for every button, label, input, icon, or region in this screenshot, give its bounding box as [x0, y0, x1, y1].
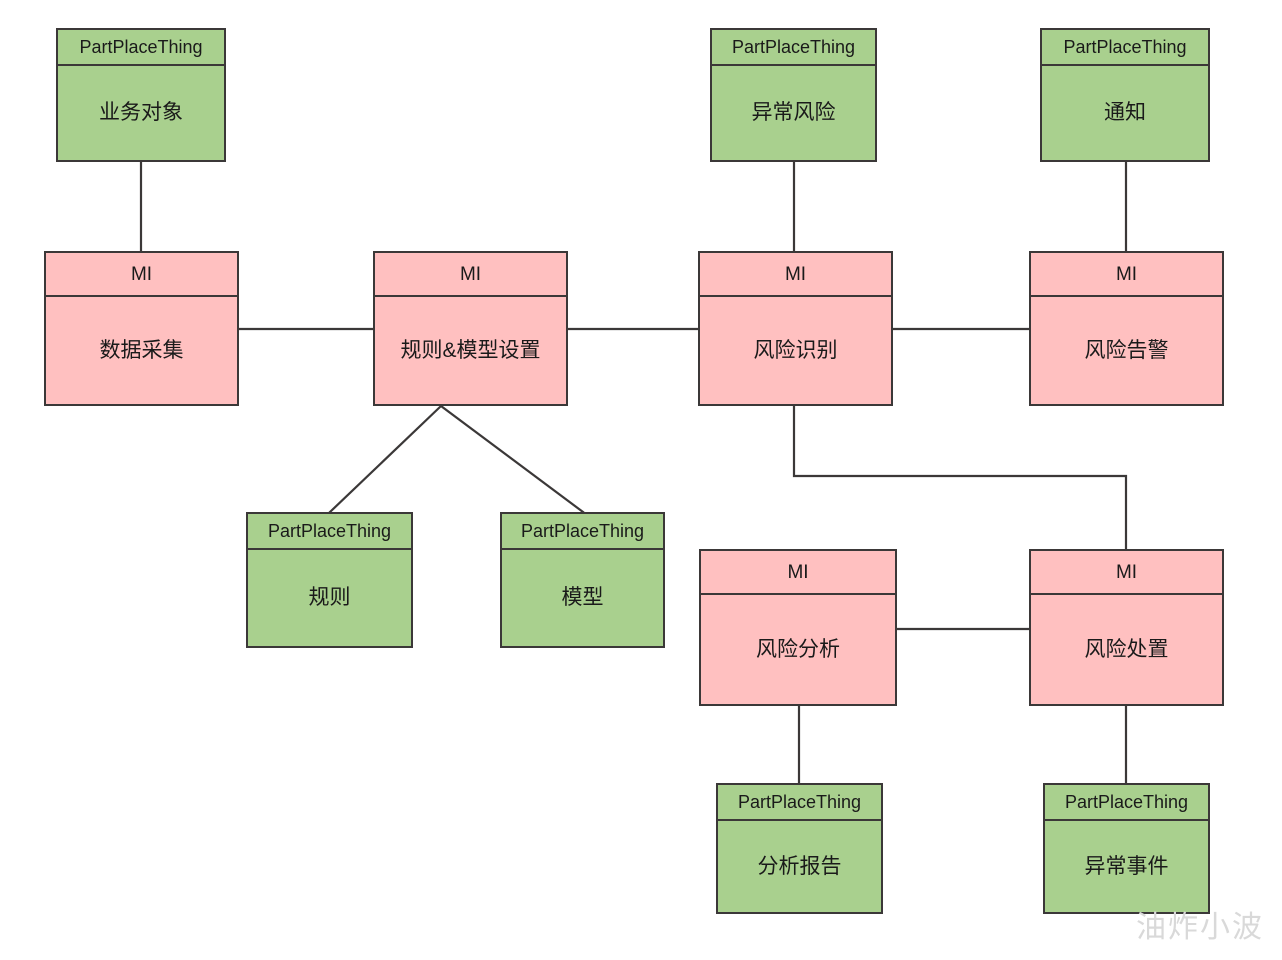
node-name-label: 规则	[248, 550, 411, 646]
node-type-label: MI	[46, 253, 237, 297]
node-type-label: MI	[1031, 551, 1222, 595]
node-name-label: 风险分析	[701, 595, 895, 704]
node-type-label: MI	[701, 551, 895, 595]
node-type-label: PartPlaceThing	[248, 514, 411, 550]
node-name-label: 风险告警	[1031, 297, 1222, 404]
node-type-label: PartPlaceThing	[718, 785, 881, 821]
node-name-label: 分析报告	[718, 821, 881, 912]
edge-e7	[328, 404, 443, 514]
node-type-label: MI	[375, 253, 566, 297]
node-name-label: 异常事件	[1045, 821, 1208, 912]
node-type-label: PartPlaceThing	[1042, 30, 1208, 66]
node-name-label: 模型	[502, 550, 663, 646]
node-type-label: PartPlaceThing	[712, 30, 875, 66]
edge-e9	[792, 404, 1128, 551]
node-name-label: 规则&模型设置	[375, 297, 566, 404]
node-name-label: 业务对象	[58, 66, 224, 160]
node-name-label: 异常风险	[712, 66, 875, 160]
edge-e8	[439, 404, 585, 514]
node-type-label: PartPlaceThing	[502, 514, 663, 550]
watermark: 油炸小波	[1136, 911, 1264, 944]
node-type-label: MI	[700, 253, 891, 297]
node-type-label: PartPlaceThing	[58, 30, 224, 66]
node-name-label: 数据采集	[46, 297, 237, 404]
node-type-label: PartPlaceThing	[1045, 785, 1208, 821]
node-name-label: 风险识别	[700, 297, 891, 404]
node-name-label: 通知	[1042, 66, 1208, 160]
node-name-label: 风险处置	[1031, 595, 1222, 704]
node-type-label: MI	[1031, 253, 1222, 297]
